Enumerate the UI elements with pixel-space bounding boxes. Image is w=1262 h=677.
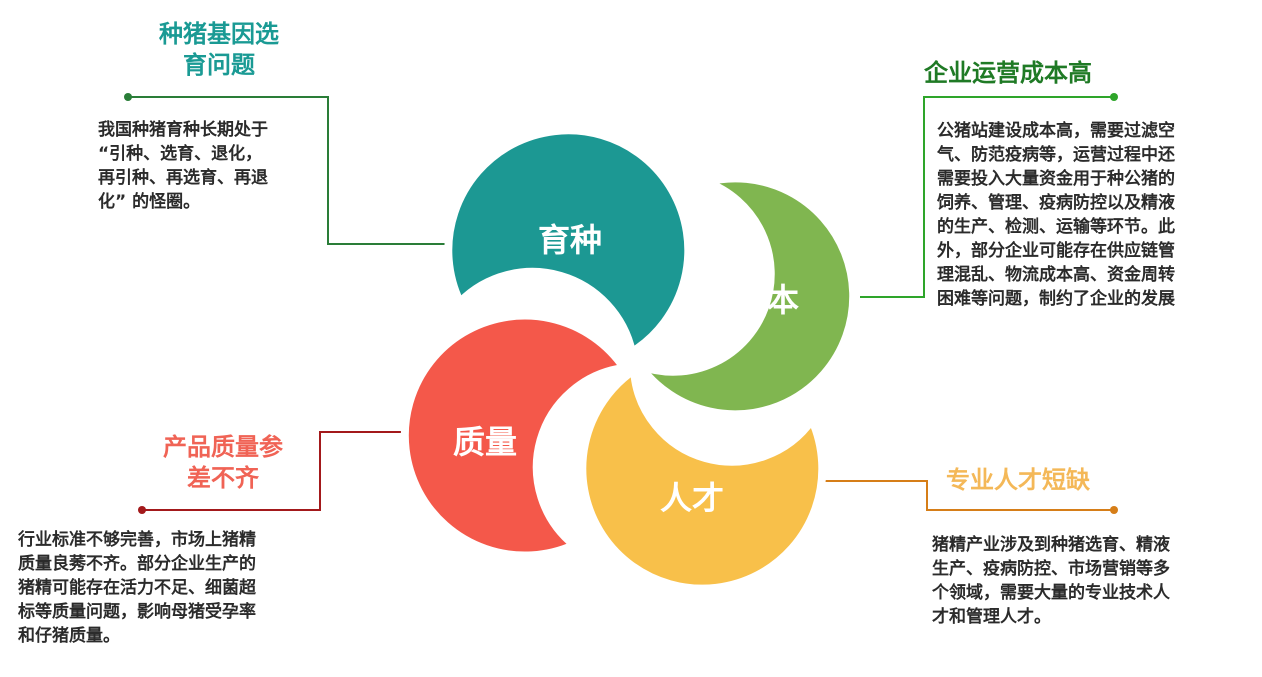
- talent-petal: [578, 366, 827, 593]
- talent-callout-text: 猪精产业涉及到种猪选育、精液 生产、疫病防控、市场营销等多 个领域，需要大量的专…: [932, 535, 1170, 627]
- quality-callout-text: 行业标准不够完善，市场上猪精 质量良莠不齐。部分企业生产的 猪精可能存在活力不足…: [18, 530, 256, 646]
- breeding-connector-dot: [124, 93, 132, 101]
- talent-callout-title: 专业人才短缺: [946, 466, 1090, 494]
- breeding-petal: [444, 126, 693, 356]
- breeding-callout-text: 我国种猪育种长期处于 “引种、选育、退化， 再引种、再选育、再退 化” 的怪圈。: [98, 120, 268, 212]
- cost-connector-line: [860, 96, 1114, 298]
- quality-connector-dot: [138, 506, 146, 514]
- quality-connector-line: [142, 431, 404, 511]
- quality-petal-label: 质量: [453, 423, 518, 461]
- breeding-callout-title: 种猪基因选 育问题: [159, 20, 279, 79]
- talent-connector-line: [818, 480, 1114, 511]
- talent-petal-label: 人才: [660, 479, 725, 517]
- cost-connector-dot: [1110, 93, 1118, 101]
- breeding-petal-label: 育种: [538, 221, 603, 259]
- talent-connector-dot: [1110, 506, 1118, 514]
- quality-petal: [400, 311, 628, 560]
- cost-callout-text: 公猪站建设成本高，需要过滤空 气、防范疫病等，运营过程中还 需要投入大量资金用于…: [937, 121, 1175, 309]
- breeding-connector-line: [128, 96, 452, 245]
- quality-callout-title: 产品质量参 差不齐: [163, 433, 283, 492]
- cost-callout-title: 企业运营成本高: [924, 59, 1092, 87]
- cost-petal: [636, 174, 858, 419]
- cost-petal-label: 成本: [735, 281, 800, 319]
